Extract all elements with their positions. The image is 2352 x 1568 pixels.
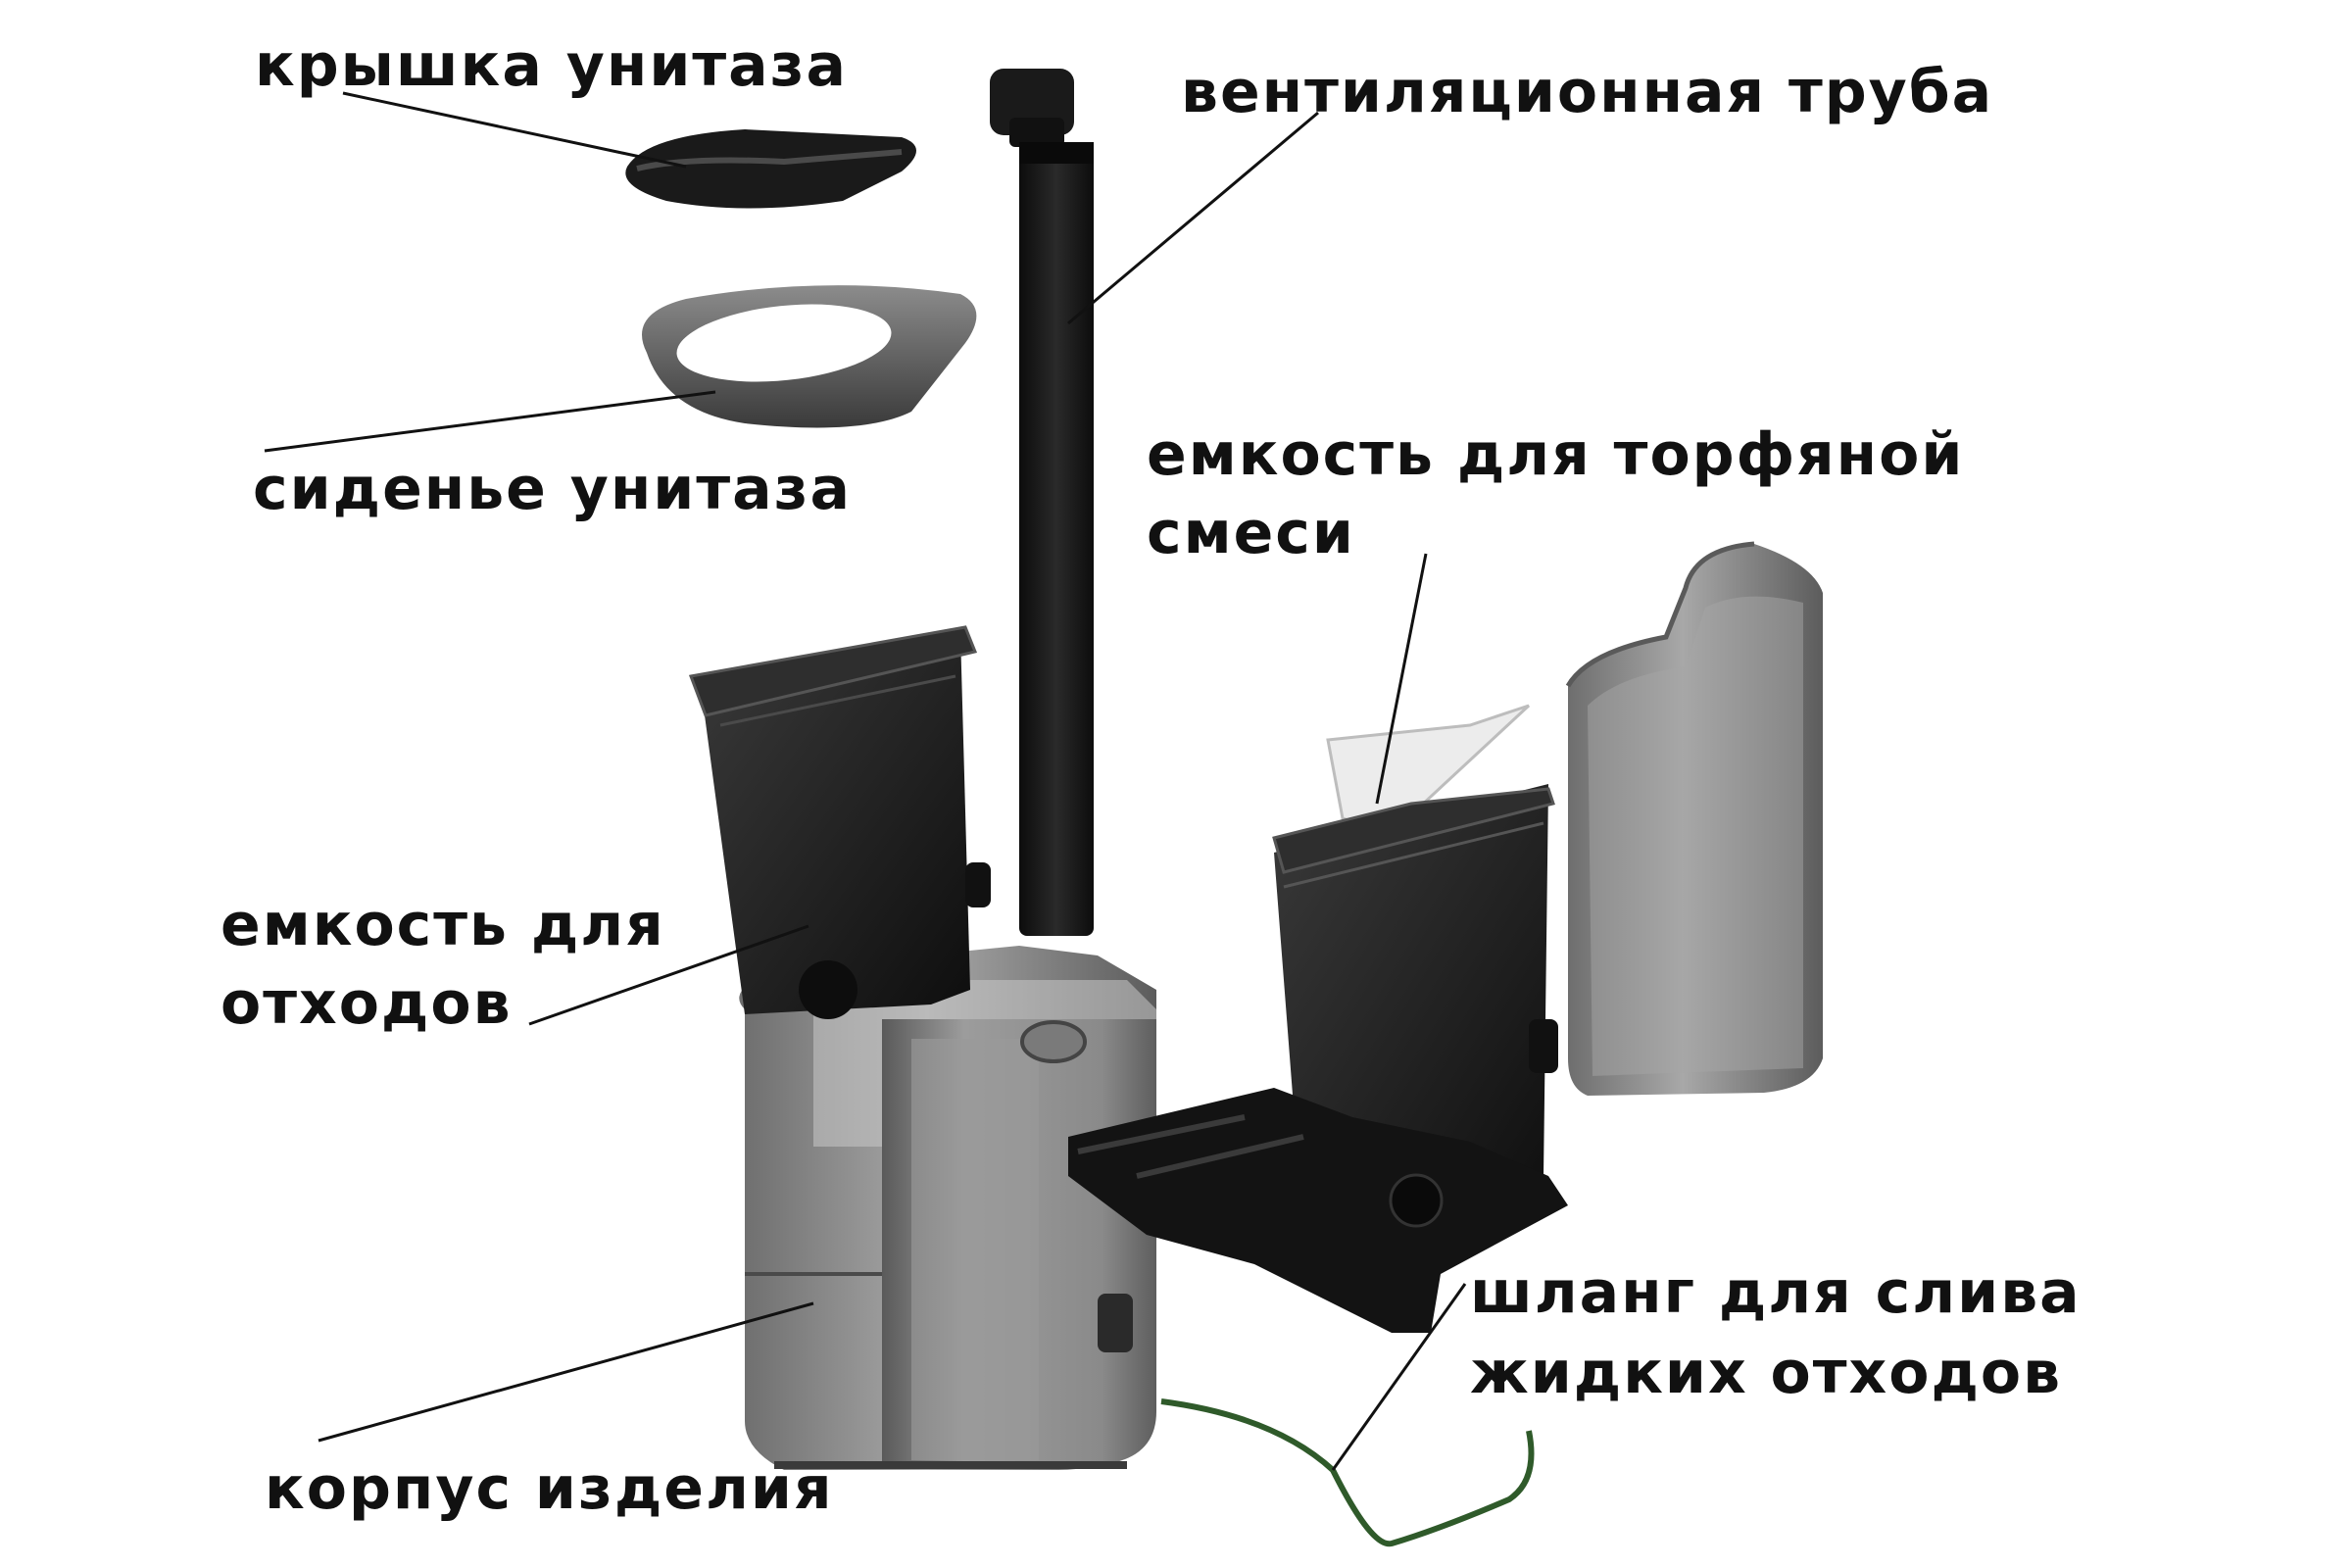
leader-lines [264,91,1467,1471]
leader-body [318,1301,814,1443]
label-waste-container-line2: отходов [220,969,513,1038]
label-lid: крышка унитаза [255,31,848,100]
label-seat: сиденье унитаза [253,455,852,523]
label-drain-hose-line2: жидких отходов [1470,1339,2063,1407]
waste-container [688,625,991,1019]
label-vent-pipe: вентиляционная труба [1181,58,1994,126]
leader-drain-hose [1331,1283,1467,1471]
drain-hose [1160,1398,1535,1547]
label-peat-container-line1: емкость для торфяной [1147,420,1965,489]
label-waste-container-line1: емкость для [220,891,665,959]
label-peat-container-line2: смеси [1147,499,1355,567]
toilet-lid [625,129,916,209]
leader-vent-pipe [1067,111,1319,325]
label-body: корпус изделия [265,1454,834,1523]
leader-lid [342,91,687,169]
label-drain-hose-line1: шланг для слива [1470,1258,2082,1327]
leader-waste-container [528,924,809,1026]
leader-seat [264,390,716,453]
leader-peat-container [1375,553,1428,805]
toilet-seat [642,285,977,428]
toilet-body [739,946,1156,1470]
side-cover-panel [1565,541,1823,1096]
vent-pipe [990,69,1094,936]
collection-tray [1068,1088,1568,1333]
